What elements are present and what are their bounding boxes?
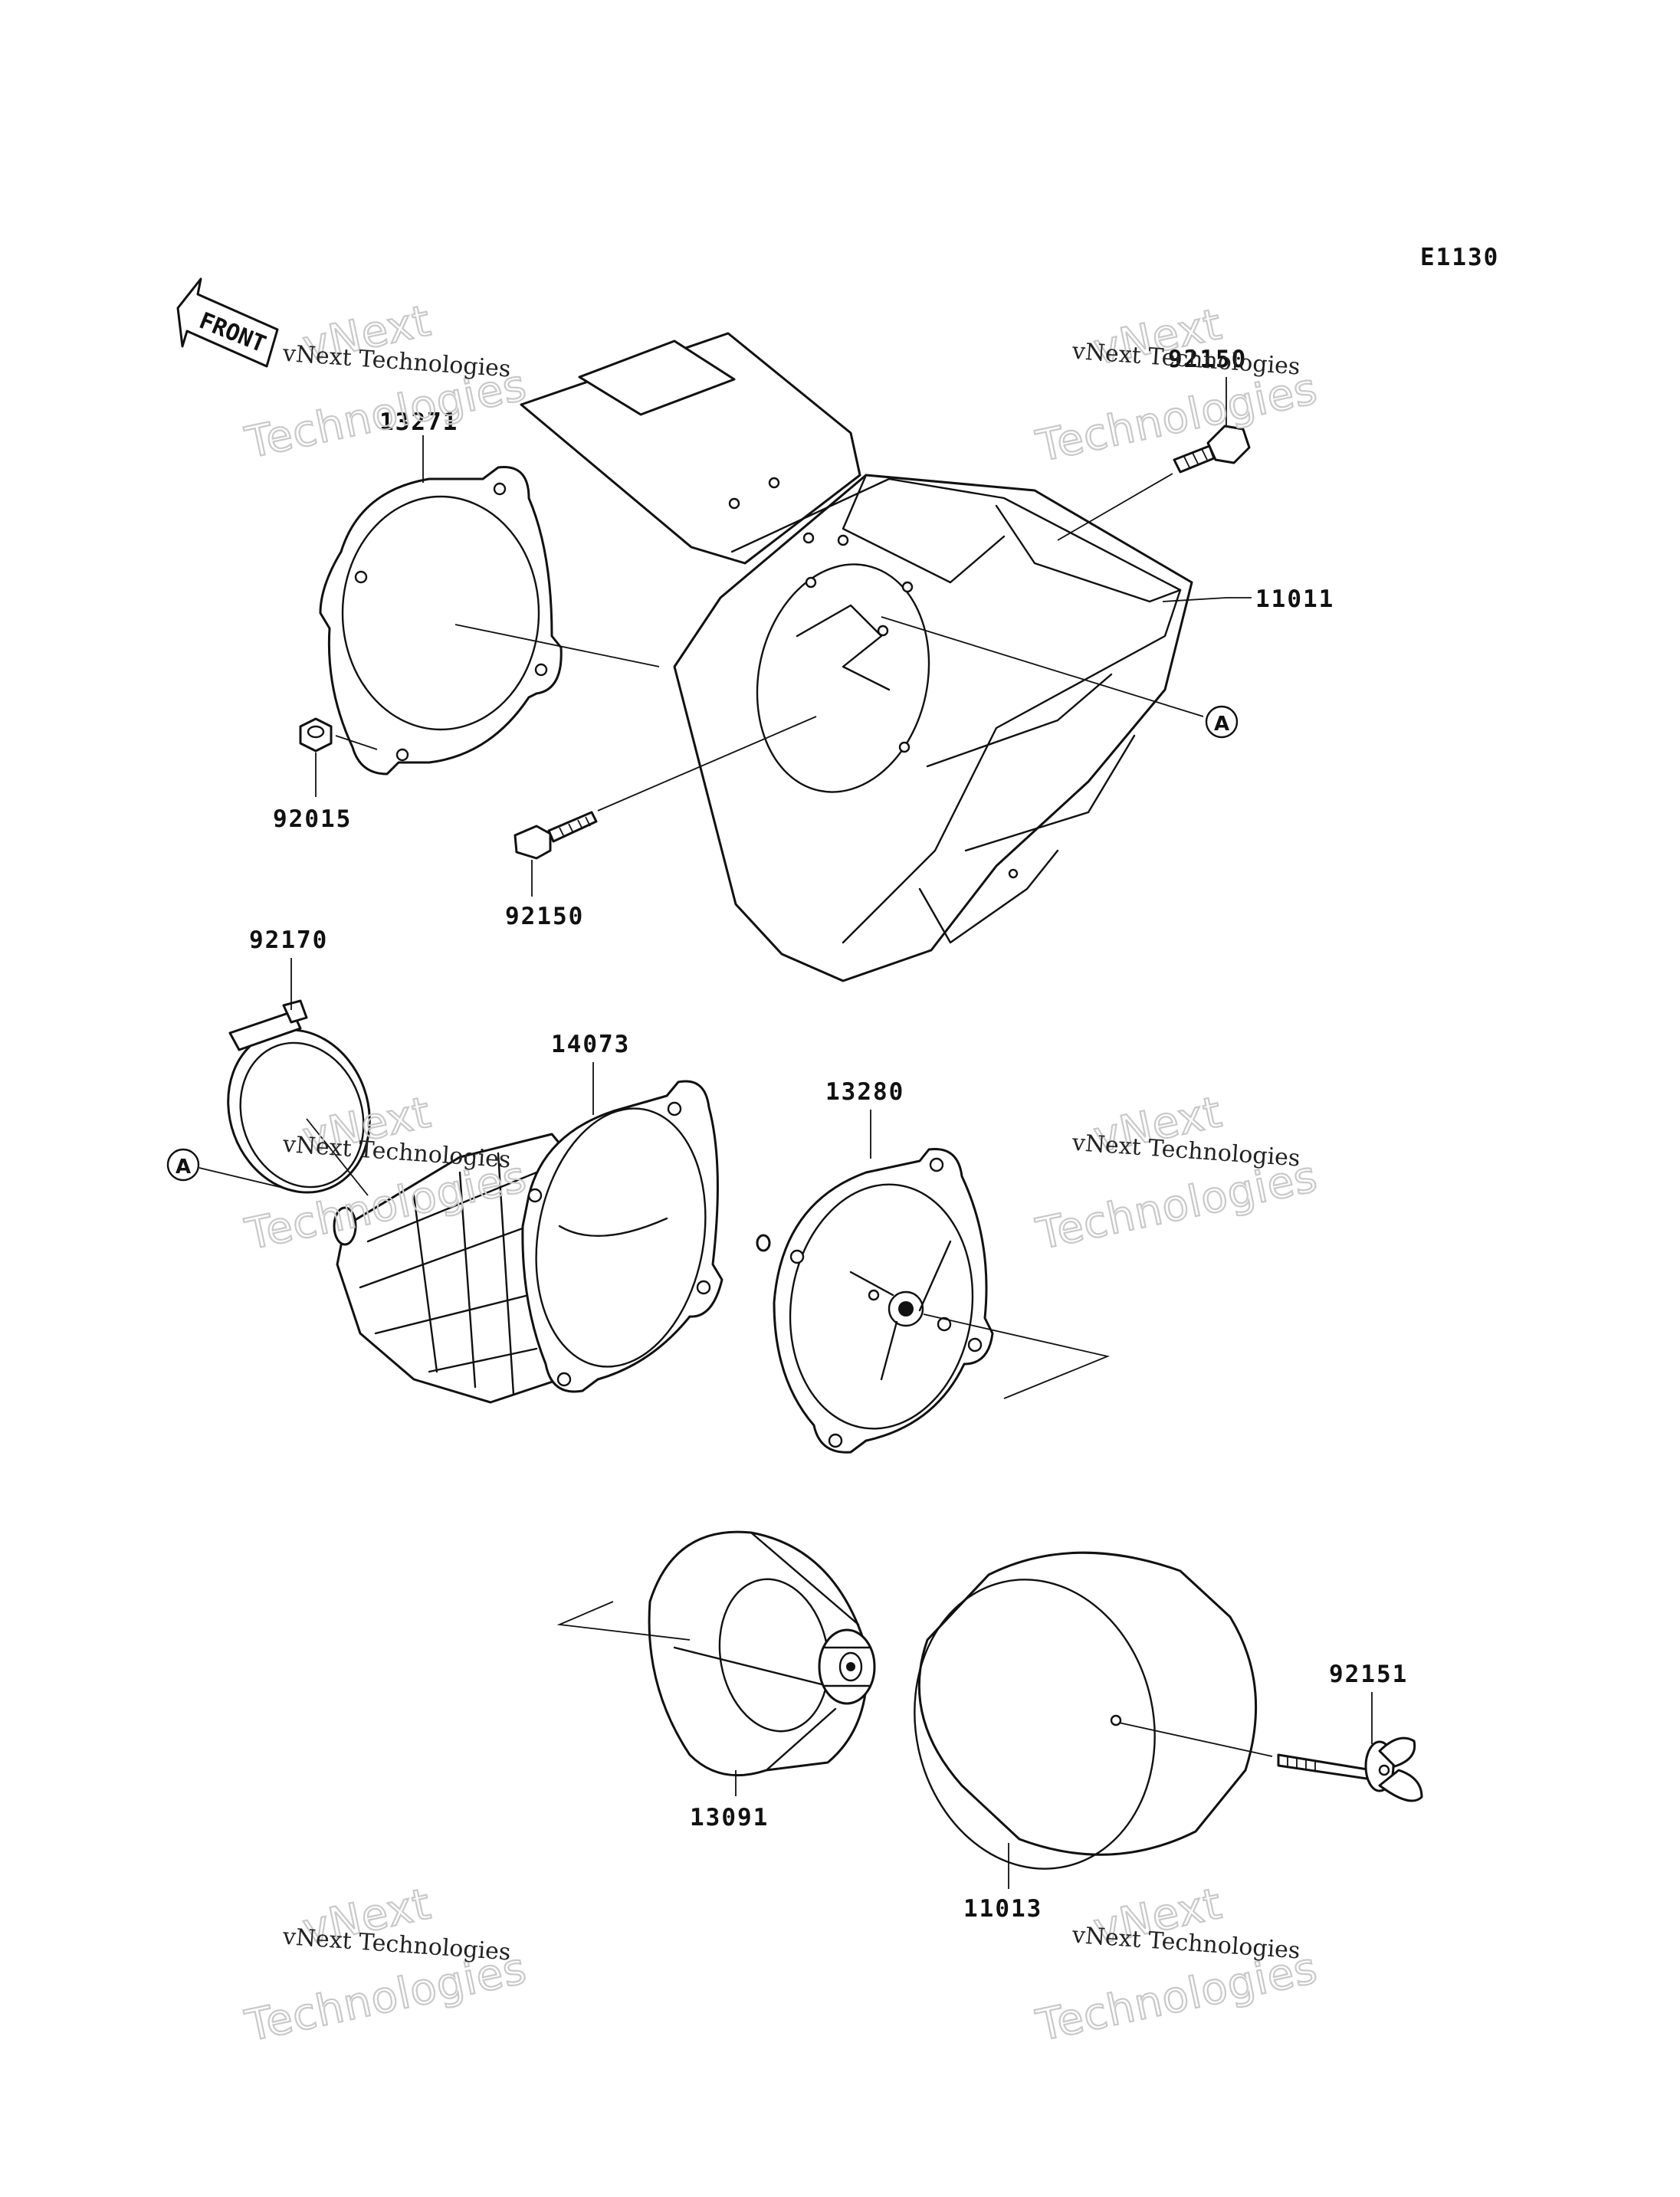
- watermark-6: vNext Technologies vNext Technologies: [1031, 1878, 1322, 2052]
- gasket-13271: [319, 466, 563, 776]
- label-92015: 92015: [273, 805, 352, 833]
- front-arrow-icon: FRONT: [176, 277, 279, 368]
- leader-92150-right-b: [1057, 473, 1173, 541]
- clamp-92170: [227, 999, 371, 1194]
- label-92151: 92151: [1329, 1661, 1408, 1688]
- plate-13280: [756, 1147, 994, 1454]
- watermark-bottom: Technologies: [1032, 364, 1322, 472]
- ref-a-left-label: A: [176, 1156, 191, 1179]
- bolt-92150-left: [514, 811, 598, 860]
- leader-92150-left-b: [597, 716, 817, 812]
- leader-a-right: [881, 616, 1204, 717]
- label-11013: 11013: [963, 1895, 1042, 1923]
- label-11011: 11011: [1255, 585, 1334, 613]
- leader-11013-b: [1118, 1722, 1273, 1757]
- label-13091: 13091: [690, 1804, 769, 1831]
- leader-13271-b: [454, 624, 660, 667]
- wing-bolt-92151: [1277, 1736, 1423, 1802]
- watermark-5: vNext Technologies vNext Technologies: [240, 1878, 531, 2052]
- leader-13280-b: [923, 1313, 1110, 1399]
- label-92150-left: 92150: [505, 903, 584, 930]
- diagram-code: E1130: [1420, 244, 1499, 271]
- air-cleaner-housing: [520, 332, 1193, 982]
- leader-92015-b: [335, 735, 378, 750]
- leader-13091-b: [556, 1601, 691, 1641]
- label-13280: 13280: [825, 1078, 904, 1106]
- watermark-4: vNext Technologies vNext Technologies: [1031, 1087, 1322, 1261]
- watermark-2: vNext Technologies vNext Technologies: [1031, 299, 1322, 473]
- ref-a-left: [166, 1148, 200, 1182]
- leader-92170-b: [306, 1118, 369, 1196]
- filter-element-11013: [914, 1551, 1258, 1870]
- ref-a-right: [1205, 705, 1239, 739]
- filter-holder-13091: [648, 1530, 876, 1777]
- label-92150-right: 92150: [1168, 346, 1247, 373]
- leader-a-left: [199, 1167, 300, 1192]
- watermark-1: vNext Technologies vNext Technologies: [240, 295, 531, 469]
- label-92170: 92170: [249, 926, 328, 954]
- label-14073: 14073: [551, 1031, 630, 1058]
- duct-14073: [333, 1080, 724, 1404]
- bolt-92150-right: [1173, 425, 1251, 474]
- leader-11011: [1162, 597, 1227, 602]
- ref-a-right-label: A: [1214, 713, 1229, 736]
- nut-92015: [299, 717, 333, 753]
- label-13271: 13271: [379, 408, 458, 436]
